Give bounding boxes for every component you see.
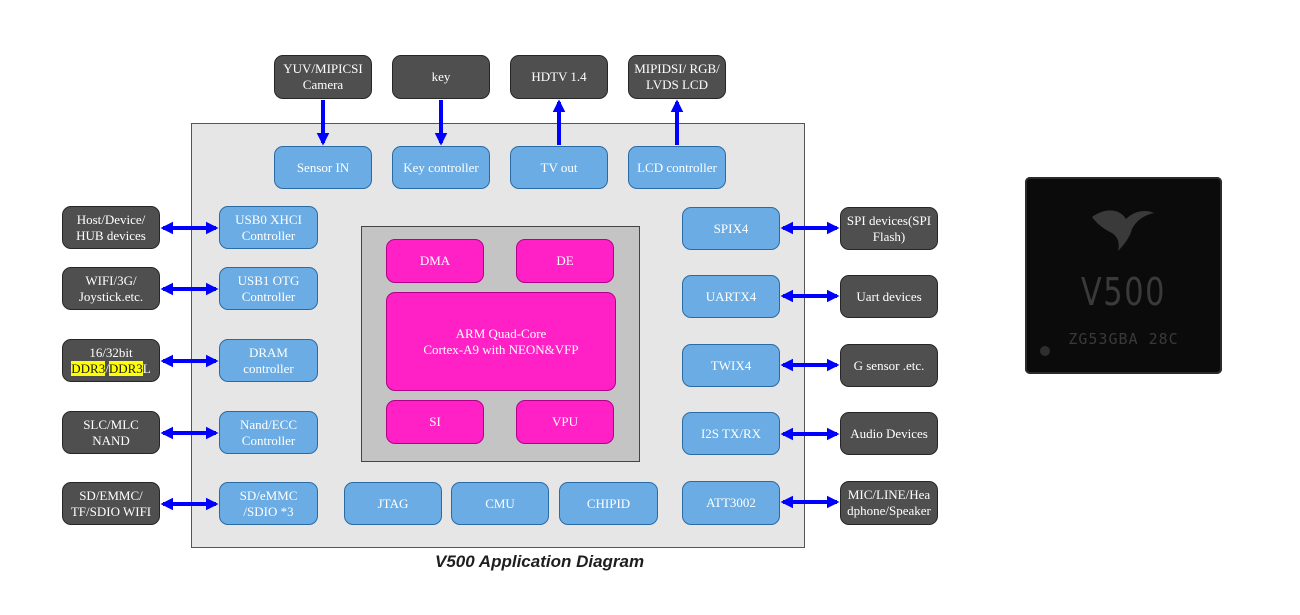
- cmu-block: CMU: [451, 482, 549, 525]
- spi-device-line1: SPI devices(SPI: [846, 212, 932, 228]
- dma-block: DMA: [386, 239, 484, 283]
- cpu-line1: ARM Quad-Core: [455, 325, 547, 341]
- chip-photo: [1025, 177, 1222, 374]
- spi-block: SPIX4: [682, 207, 780, 250]
- diagram-caption: V500 Application Diagram: [435, 552, 645, 571]
- key-controller-block: Key controller: [392, 146, 490, 189]
- host-device-line2: HUB devices: [76, 227, 146, 243]
- spi-device-line2: Flash): [872, 228, 906, 244]
- ddr-separator: /: [105, 360, 109, 376]
- mic-device-line2: dphone/Speaker: [847, 503, 931, 518]
- chipid-block: CHIPID: [559, 482, 658, 525]
- chip-code-text: ZG53GBA 28C: [1068, 330, 1179, 348]
- cmu-label: CMU: [485, 495, 515, 511]
- camera-device-line2: Camera: [302, 77, 344, 92]
- chip-model-text: V500: [1080, 270, 1167, 314]
- wifi-device: WIFI/3G/Joystick.etc.: [62, 267, 160, 310]
- lcd-controller-block: LCD controller: [628, 146, 726, 189]
- usb1-line1: USB1 OTG: [237, 272, 300, 288]
- vpu-block: VPU: [516, 400, 614, 444]
- i2s-label: I2S TX/RX: [700, 425, 762, 441]
- key-controller-label: Key controller: [403, 159, 479, 175]
- sd-device-line1: SD/EMMC/: [79, 487, 143, 503]
- sd-device: SD/EMMC/TF/SDIO WIFI: [62, 482, 160, 525]
- audio-device: Audio Devices: [840, 412, 938, 455]
- wifi-device-line2: Joystick.etc.: [78, 288, 144, 304]
- ddr3l-highlight: DDR3: [108, 360, 143, 376]
- cpu-line2: Cortex-A9 with NEON&VFP: [423, 341, 579, 357]
- wifi-device-line1: WIFI/3G/: [85, 272, 137, 288]
- spi-label: SPIX4: [713, 220, 749, 236]
- lcd-device-line2: LVDS LCD: [645, 77, 708, 92]
- vpu-label: VPU: [551, 414, 578, 429]
- usb1-line2: Controller: [241, 288, 296, 304]
- si-label: SI: [429, 414, 441, 429]
- sd-device-line2: TF/SDIO WIFI: [70, 503, 152, 519]
- nand-device-line2: NAND: [92, 432, 130, 448]
- tv-out-block: TV out: [510, 146, 608, 189]
- chipid-label: CHIPID: [586, 495, 631, 511]
- ddr-suffix: L: [142, 360, 151, 376]
- bird-logo-icon: [1092, 210, 1154, 251]
- jtag-block: JTAG: [344, 482, 442, 525]
- gsensor-device-label: G sensor .etc.: [853, 357, 925, 373]
- dram-line2: controller: [243, 360, 294, 376]
- mic-device-line1: MIC/LINE/Hea: [847, 487, 931, 502]
- uart-block: UARTX4: [682, 275, 780, 318]
- twi-block: TWIX4: [682, 344, 780, 387]
- sensor-in-block: Sensor IN: [274, 146, 372, 189]
- jtag-label: JTAG: [377, 495, 409, 511]
- usb0-line2: Controller: [241, 227, 296, 243]
- dram-line1: DRAM: [248, 344, 288, 360]
- ddr-device-line1: 16/32bit: [89, 344, 133, 360]
- sd-emmc-block: SD/eMMC/SDIO *3: [219, 482, 318, 525]
- host-device-line1: Host/Device/: [76, 211, 146, 227]
- ddr3-highlight: DDR3: [71, 360, 106, 376]
- pin1-dot-icon: [1040, 346, 1050, 356]
- key-device-label: key: [431, 69, 451, 84]
- key-device: key: [392, 55, 490, 99]
- hdtv-device: HDTV 1.4: [510, 55, 608, 99]
- twi-label: TWIX4: [710, 357, 752, 373]
- lcd-device: MIPIDSI/ RGB/LVDS LCD: [628, 55, 726, 99]
- sensor-in-label: Sensor IN: [296, 159, 350, 175]
- lcd-controller-label: LCD controller: [637, 159, 717, 175]
- uart-device-label: Uart devices: [856, 288, 922, 304]
- gsensor-device: G sensor .etc.: [840, 344, 938, 387]
- nand-line1: Nand/ECC: [239, 416, 298, 432]
- si-block: SI: [386, 400, 484, 444]
- audio-device-label: Audio Devices: [850, 425, 928, 441]
- camera-device-line1: YUV/MIPICSI: [283, 61, 363, 76]
- de-label: DE: [556, 253, 574, 268]
- nand-line2: Controller: [241, 432, 296, 448]
- dma-label: DMA: [419, 253, 451, 268]
- sd-line1: SD/eMMC: [239, 487, 298, 503]
- hdtv-device-label: HDTV 1.4: [531, 69, 587, 84]
- host-device: Host/Device/HUB devices: [62, 206, 160, 249]
- uart-device: Uart devices: [840, 275, 938, 318]
- sd-line2: /SDIO *3: [243, 503, 294, 519]
- uart-label: UARTX4: [705, 288, 757, 304]
- i2s-block: I2S TX/RX: [682, 412, 780, 455]
- de-block: DE: [516, 239, 614, 283]
- usb0-line1: USB0 XHCI: [235, 211, 302, 227]
- att3002-block: ATT3002: [682, 481, 780, 525]
- tv-out-label: TV out: [540, 159, 578, 175]
- nand-device-line1: SLC/MLC: [83, 416, 139, 432]
- att3002-label: ATT3002: [706, 495, 756, 510]
- lcd-device-line1: MIPIDSI/ RGB/: [634, 61, 720, 76]
